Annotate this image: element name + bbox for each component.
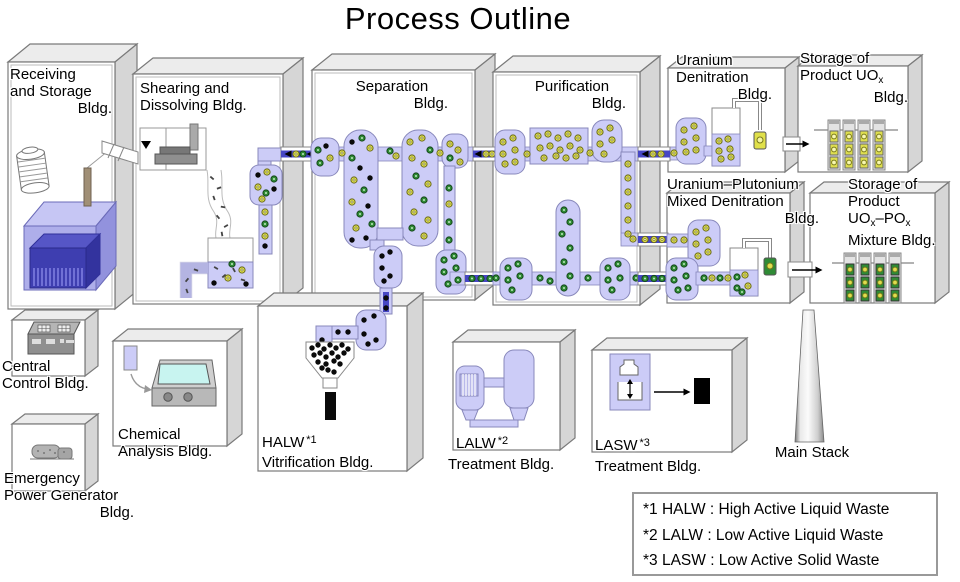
dissolver-tank-icon (179, 237, 254, 298)
pipe-crossing-uranium-branch (637, 232, 669, 247)
legend-item-lasw: *3 LASW : Low Active Solid Waste (643, 552, 880, 569)
shear-cell-icon (139, 123, 232, 239)
label-main-stack: Main Stack (774, 444, 850, 461)
label-purification: Purification Bldg. (534, 78, 626, 112)
cask-transfer-chute (101, 140, 139, 165)
label-receiving-storage: Receiving and Storage Bldg. (10, 66, 112, 117)
storage-pool-icon (22, 200, 118, 292)
label-lasw-treatment: LASW*3 Treatment Bldg. (595, 437, 702, 475)
label-halw-vitrification: HALW*1 Vitrification Bldg. (262, 434, 374, 471)
pipe-crossing-separation-purification-lower (464, 271, 496, 286)
analysis-device-icon (123, 345, 217, 407)
halw-pipe-route (315, 287, 393, 351)
uox-storage-racks (814, 119, 898, 171)
main-stack-chimney (794, 309, 825, 443)
label-uox-storage: Storage of Product UOx Bldg. (800, 50, 908, 106)
label-lalw-treatment: LALW*2 Treatment Bldg. (448, 435, 555, 473)
label-central-control: Central Control Bldg. (2, 358, 89, 392)
label-shearing-dissolving: Shearing and Dissolving Bldg. (140, 80, 247, 114)
generator-icon (30, 444, 74, 460)
label-mixed-denitration: Uranium–Plutonium Mixed Denitration Bldg… (667, 176, 819, 227)
legend-item-halw: *1 HALW : High Active Liquid Waste (643, 501, 890, 518)
legend-box: *1 HALW : High Active Liquid Waste *2 LA… (632, 492, 938, 576)
pipe-crossing-denitration-storage (782, 136, 810, 152)
lalw-evaporator-icon (455, 349, 535, 428)
accountability-vessel-icon (249, 157, 283, 255)
lasw-compactor-icon (609, 353, 710, 411)
control-panel-icon (27, 321, 81, 355)
fuel-cask-icon (16, 146, 50, 194)
label-mixture-storage: Storage of Product UOx–POx Mixture Bldg. (848, 176, 936, 249)
uranium-denitration-equipment (670, 98, 767, 167)
label-separation: Separation Bldg. (355, 78, 448, 112)
mixture-storage-racks (832, 252, 914, 304)
building-mixture-storage (808, 180, 951, 305)
pipe-crossing-mixed-storage (787, 261, 823, 278)
pipe-crossing-separation-purification (472, 146, 496, 162)
legend-item-lalw: *2 LALW : Low Active Liquid Waste (643, 526, 884, 544)
vitrification-hopper-icon (305, 341, 355, 420)
pipe-crossing-plutonium-stream (637, 271, 669, 286)
pipe-crossing-purification-denitration (637, 146, 671, 162)
label-uranium-denitration: Uranium Denitration Bldg. (676, 52, 772, 103)
pipe-crossing-shearing-separation (280, 146, 314, 162)
mixed-denitration-equipment (665, 219, 777, 301)
label-chemical-analysis: Chemical Analysis Bldg. (118, 426, 213, 460)
label-emergency-generator: Emergency Power Generator Bldg. (4, 470, 134, 521)
page-title: Process Outline (344, 1, 572, 36)
